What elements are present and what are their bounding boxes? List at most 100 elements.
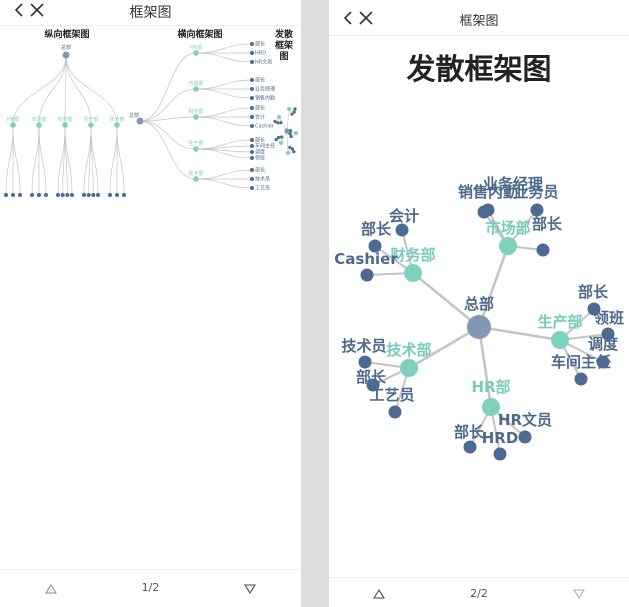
edge-root-ldept-finance (412, 272, 480, 328)
radial-diagram: 发散框架图 总部市场部业务经理销售内勤业务员部长财务部会计部长Cashier生产… (334, 52, 624, 461)
mini-dept-node (277, 115, 281, 119)
htree-leaf-node (250, 78, 254, 82)
diagram-heading: 发散框架图 (405, 52, 551, 86)
top-bar: 框架图 (329, 0, 629, 36)
leaf-label: 部长 (454, 423, 485, 441)
vtree-edge-leaf (116, 124, 125, 196)
vertical-tree-diagram: HR部市场部财务部生产部技术部总部 (4, 44, 126, 197)
htree-leaf-node (250, 150, 254, 154)
department-node (482, 398, 500, 416)
htree-edge-root (139, 52, 197, 122)
vtree-leaf-node (96, 193, 100, 197)
htree-leaf-label: 部长 (255, 105, 265, 112)
leaf-label: 技术员 (341, 337, 386, 355)
radial-diagram-thumbnail (273, 107, 298, 155)
leaf-node (493, 447, 507, 461)
htree-edge-root (139, 120, 197, 150)
htree-edge-leaf (195, 169, 253, 180)
radial-chart-title-line3: 图 (279, 51, 288, 62)
htree-leaf-node (250, 60, 254, 64)
vtree-leaf-node (108, 193, 112, 197)
mini-dept-node (294, 131, 298, 135)
htree-root-label: 总部 (129, 112, 139, 119)
back-icon[interactable] (338, 8, 358, 28)
htree-dept-node (193, 114, 199, 120)
previous-page-icon[interactable] (44, 583, 58, 595)
close-icon[interactable] (27, 0, 47, 20)
htree-leaf-node (250, 144, 254, 148)
leaf-label: 车间主任 (551, 353, 611, 371)
htree-leaf-label: 会计 (255, 114, 265, 121)
next-page-icon[interactable] (243, 583, 257, 595)
edge-root-ldept-market (477, 245, 510, 328)
vtree-leaf-node (37, 193, 41, 197)
charts-thumbnail-page: 纵向框架图 横向框架图 发散 框架 图 HR部市场部财务部生产部技术部总部 部长… (4, 28, 298, 197)
vtree-leaf-node (30, 193, 34, 197)
htree-leaf-node (250, 138, 254, 142)
mini-leaf-node (279, 121, 283, 125)
department-node (499, 237, 517, 255)
mini-leaf-node (288, 132, 292, 136)
close-icon[interactable] (356, 8, 376, 28)
department-label: 市场部 (485, 219, 530, 237)
previous-page-icon[interactable] (372, 588, 386, 600)
department-node (404, 264, 422, 282)
vtree-edge-leaf (5, 124, 14, 196)
mini-edge (286, 130, 289, 154)
htree-edge-leaf (195, 145, 253, 150)
horizontal-tree-diagram: 部长HRDHR文员HR部部长业务经理销售内勤市场部部长会计Cashier财务部部… (129, 41, 275, 192)
mini-dept-node (286, 151, 290, 155)
vtree-leaf-node (18, 193, 22, 197)
htree-leaf-node (250, 106, 254, 110)
department-node (400, 359, 418, 377)
leaf-node (530, 203, 544, 217)
vtree-leaf-node (82, 193, 86, 197)
vtree-edge-root (12, 54, 67, 126)
mini-root-node (284, 128, 290, 134)
htree-dept-label: 财务部 (188, 108, 203, 115)
htree-edge-leaf (195, 88, 253, 99)
radial-tree: 总部市场部业务经理销售内勤业务员部长财务部会计部长Cashier生产部部长领班调… (334, 175, 624, 461)
mini-leaf-node (292, 110, 296, 114)
htree-dept-node (193, 86, 199, 92)
horizontal-chart-title: 横向框架图 (177, 28, 222, 40)
htree-leaf-label: 部长 (255, 41, 265, 48)
htree-dept-label: 技术部 (188, 170, 203, 177)
back-icon[interactable] (9, 0, 29, 20)
htree-leaf-label: 工艺员 (255, 186, 270, 192)
vtree-edge-leaf (109, 124, 118, 196)
mini-edge (278, 116, 288, 132)
leaf-node (388, 405, 402, 419)
htree-edge-leaf (195, 52, 253, 63)
htree-leaf-node (250, 186, 254, 190)
vtree-edge-leaf (62, 124, 66, 196)
next-page-icon[interactable] (572, 588, 586, 600)
leaf-node (366, 378, 380, 392)
vtree-dept-node (10, 122, 16, 128)
htree-dept-label: 市场部 (188, 80, 203, 87)
htree-leaf-node (250, 177, 254, 181)
vtree-leaf-node (65, 193, 70, 197)
radial-chart-title-line1: 发散 (274, 28, 294, 40)
vtree-leaf-node (91, 193, 96, 197)
htree-leaf-label: HR文员 (255, 59, 272, 66)
htree-leaf-node (250, 87, 254, 91)
vtree-edge-leaf (31, 124, 40, 196)
leaf-label: 业务员 (513, 183, 558, 201)
htree-leaf-label: 领班 (255, 155, 265, 162)
vtree-edge-leaf (88, 124, 92, 196)
leaf-label: 销售内勤 (458, 183, 518, 201)
htree-leaf-node (250, 115, 254, 119)
page-title: 框架图 (129, 5, 172, 21)
department-label: 财务部 (390, 246, 435, 264)
vtree-dept-node (88, 122, 94, 128)
htree-leaf-label: 车间主任 (255, 143, 275, 150)
vtree-leaf-node (11, 193, 15, 197)
root-label: 总部 (464, 295, 494, 313)
mini-dept-node (279, 141, 283, 145)
radial-chart-title-line2: 框架 (275, 39, 293, 51)
bottom-bar: 1/2 (0, 569, 301, 607)
vtree-dept-label: 市场部 (31, 116, 46, 123)
leaf-node (463, 440, 477, 454)
